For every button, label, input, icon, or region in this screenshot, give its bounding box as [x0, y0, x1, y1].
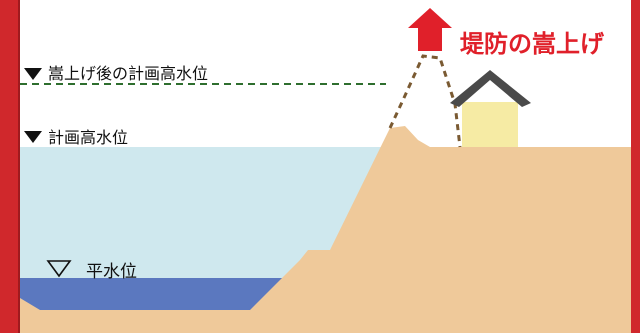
left-border	[0, 0, 18, 333]
house-wall	[462, 102, 518, 147]
right-border	[631, 0, 640, 333]
filled-triangle-icon	[24, 68, 42, 80]
planned-water-level-label: 計画高水位	[48, 128, 129, 147]
outline-triangle-icon	[46, 260, 72, 278]
house-roof	[450, 70, 531, 107]
up-arrow-icon	[408, 8, 452, 51]
raised-water-level-label: 嵩上げ後の計画高水位	[48, 64, 209, 83]
ground-and-levee	[20, 126, 631, 333]
normal-water-level-label: 平水位	[86, 262, 137, 282]
normal-water	[20, 278, 290, 310]
filled-triangle-icon	[24, 131, 42, 143]
left-border-edge	[18, 0, 20, 333]
diagram-title: 堤防の嵩上げ	[460, 30, 604, 58]
raised-levee-outline	[388, 54, 462, 148]
